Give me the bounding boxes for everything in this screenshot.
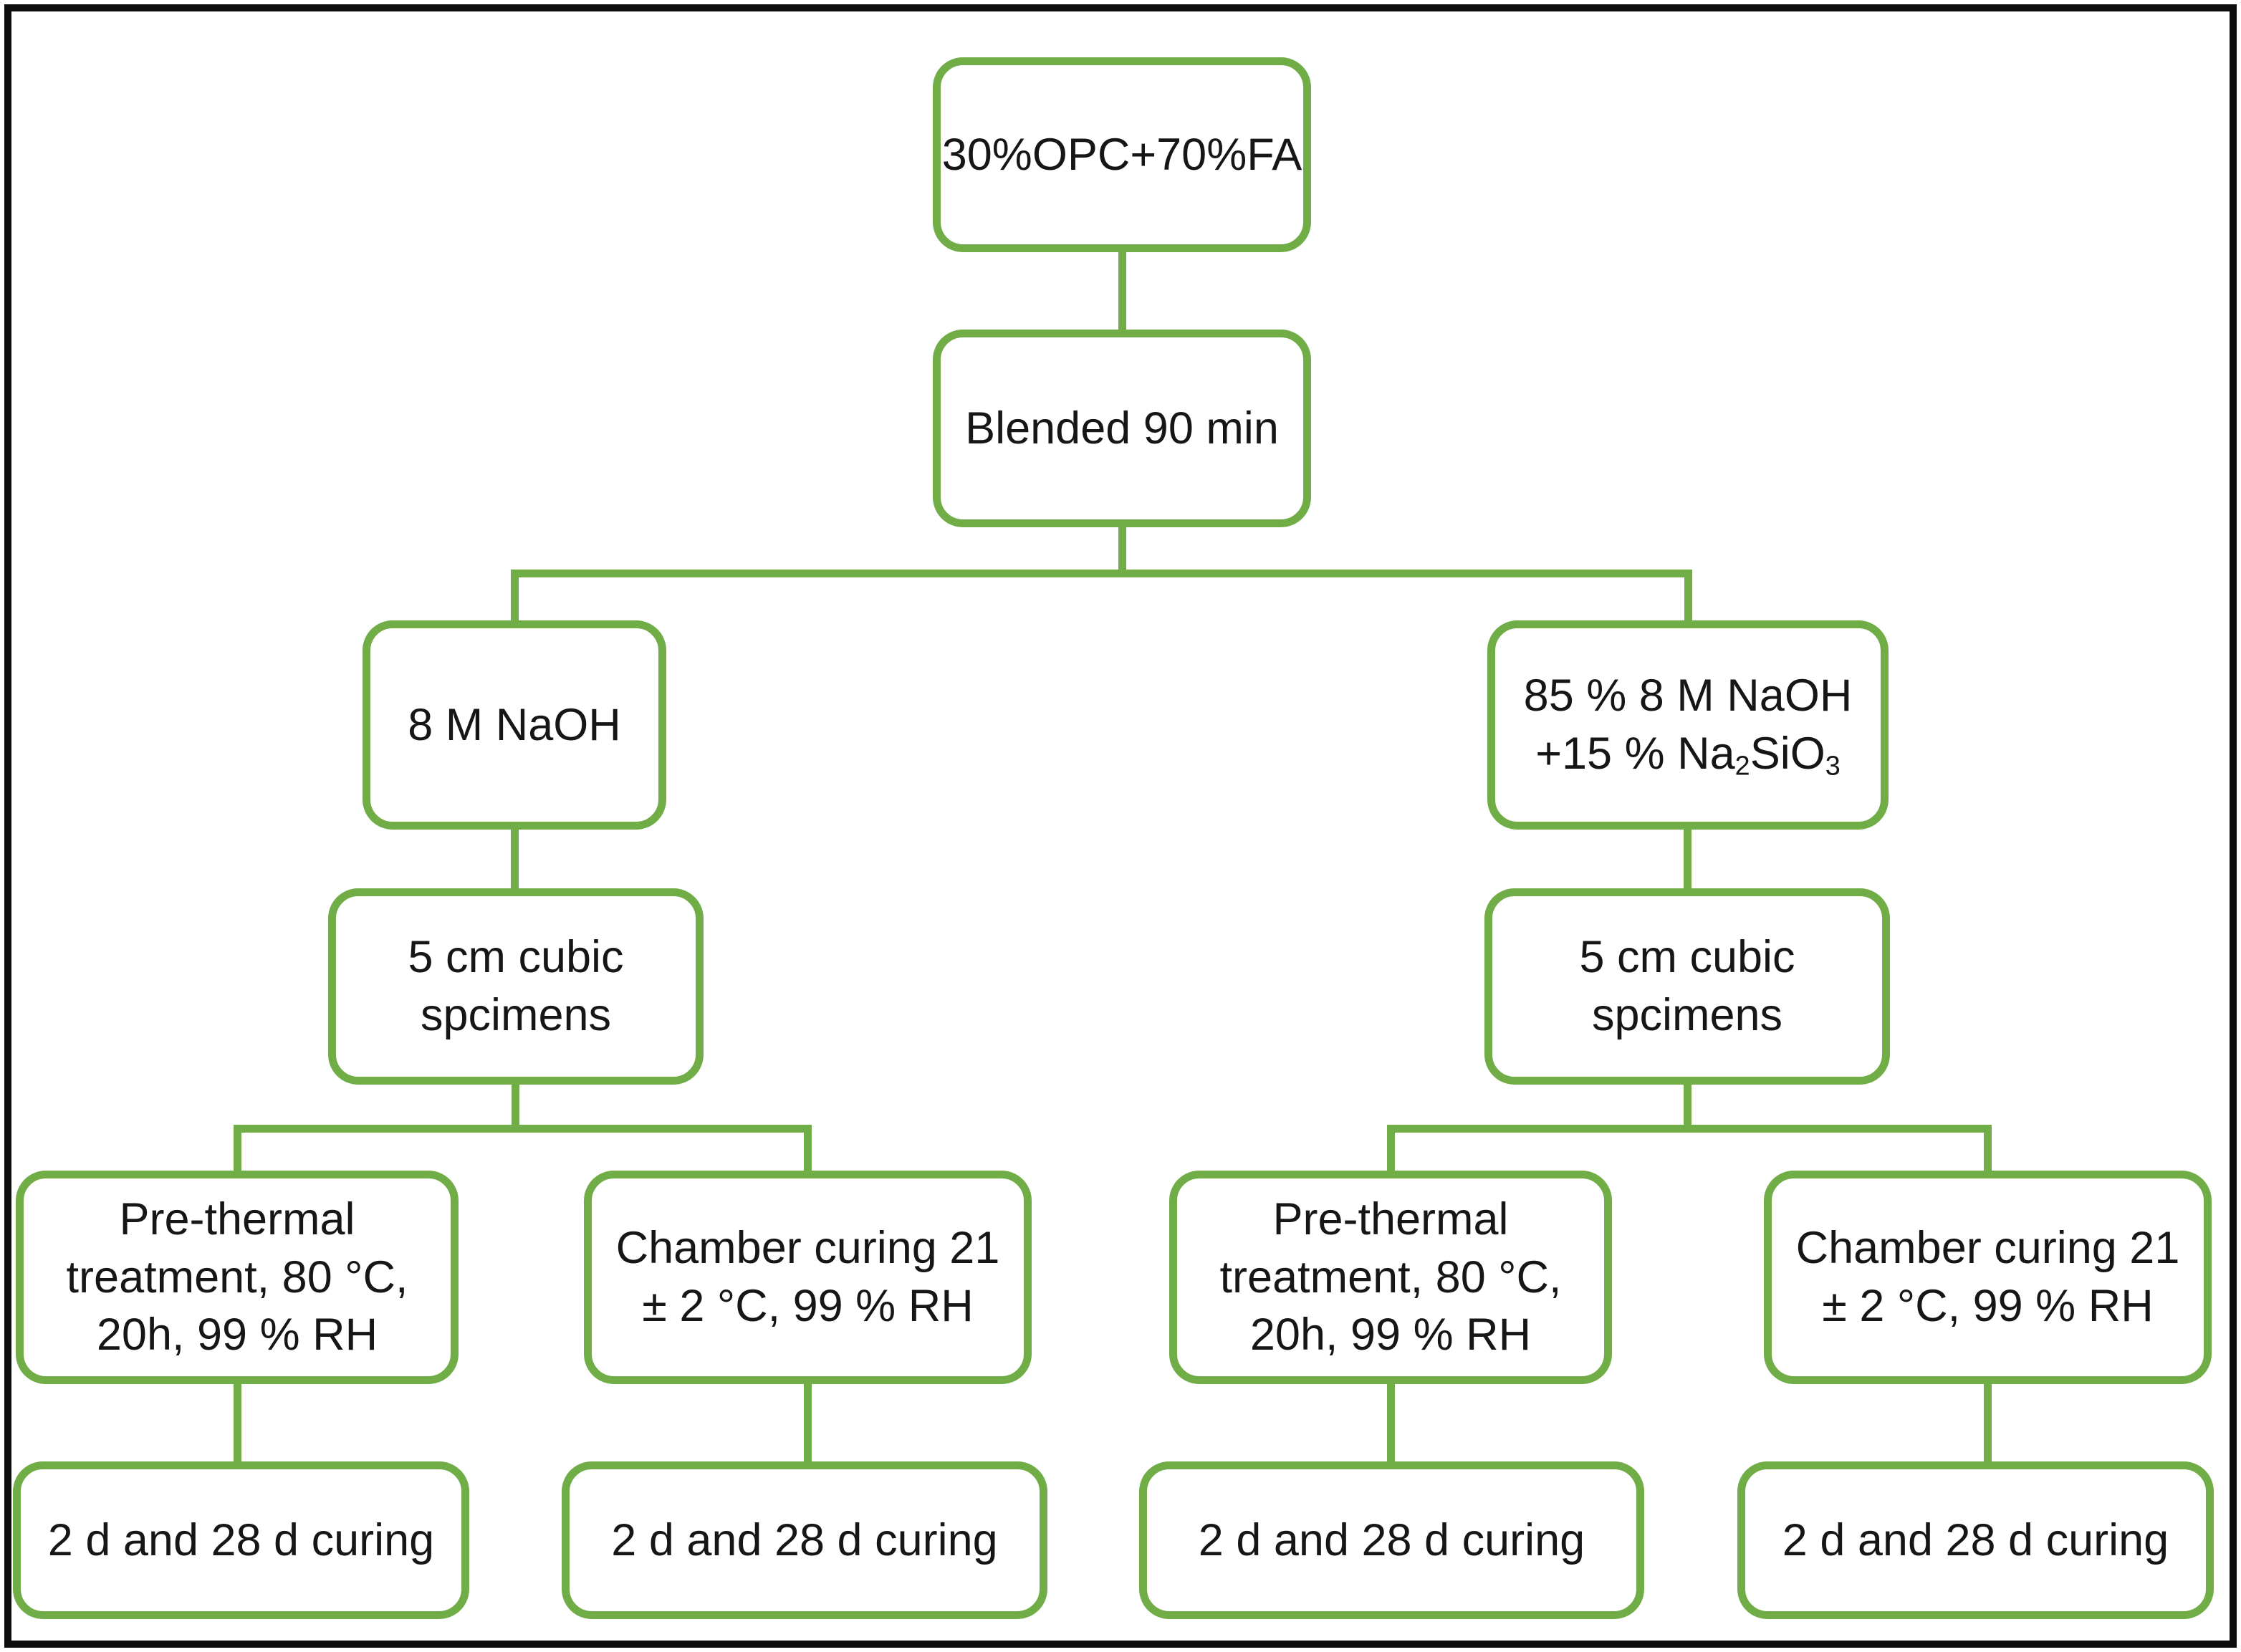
flow-node-curing-3-label: 2 d and 28 d curing bbox=[1198, 1514, 1585, 1565]
flow-node-blend: Blended 90 min bbox=[933, 330, 1311, 527]
flow-node-prethermal-right-label: Pre-thermal treatment, 80 °C, 20h, 99 % … bbox=[1219, 1194, 1562, 1360]
connector-blend-down bbox=[1118, 526, 1126, 573]
flow-node-prethermal-right: Pre-thermal treatment, 80 °C, 20h, 99 % … bbox=[1169, 1171, 1612, 1384]
connector-to-prethermal-right bbox=[1387, 1125, 1395, 1173]
connector-chamber-right-to-curing bbox=[1984, 1381, 1992, 1464]
flow-node-specimens-left: 5 cm cubic spcimens bbox=[328, 888, 704, 1085]
connector-silicate-to-specimens bbox=[1684, 827, 1691, 891]
flow-node-mix-label: 30%OPC+70%FA bbox=[941, 129, 1302, 180]
flow-node-curing-4: 2 d and 28 d curing bbox=[1737, 1461, 2214, 1619]
flow-node-blend-label: Blended 90 min bbox=[965, 403, 1279, 453]
connector-split-left bbox=[234, 1125, 812, 1133]
connector-specimens-right-down bbox=[1684, 1082, 1691, 1128]
flow-node-curing-2: 2 d and 28 d curing bbox=[562, 1461, 1047, 1619]
connector-to-chamber-left bbox=[804, 1125, 812, 1173]
connector-prethermal-left-to-curing bbox=[234, 1381, 241, 1464]
connector-naoh-to-specimens bbox=[511, 827, 519, 891]
flow-node-activator-naoh-label: 8 M NaOH bbox=[408, 699, 621, 750]
flow-node-mix: 30%OPC+70%FA bbox=[933, 57, 1311, 252]
flow-node-curing-4-label: 2 d and 28 d curing bbox=[1782, 1514, 2169, 1565]
flow-node-curing-1: 2 d and 28 d curing bbox=[13, 1461, 469, 1619]
connector-to-chamber-right bbox=[1984, 1125, 1992, 1173]
connector-prethermal-right-to-curing bbox=[1387, 1381, 1395, 1464]
flow-node-activator-naoh: 8 M NaOH bbox=[363, 620, 666, 830]
connector-to-silicate bbox=[1684, 570, 1692, 623]
flow-node-specimens-right-label: 5 cm cubic spcimens bbox=[1579, 932, 1795, 1040]
flow-node-curing-1-label: 2 d and 28 d curing bbox=[47, 1514, 435, 1565]
connector-split-right bbox=[1387, 1125, 1992, 1133]
flow-node-chamber-right-label: Chamber curing 21 ± 2 °C, 99 % RH bbox=[1795, 1223, 2180, 1331]
flow-node-chamber-left: Chamber curing 21 ± 2 °C, 99 % RH bbox=[584, 1171, 1032, 1384]
flow-node-prethermal-left-label: Pre-thermal treatment, 80 °C, 20h, 99 % … bbox=[66, 1194, 408, 1360]
flow-node-activator-silicate: 85 % 8 M NaOH+15 % Na2SiO3 bbox=[1487, 620, 1889, 830]
connector-specimens-left-down bbox=[512, 1082, 519, 1128]
connector-mix-to-blend bbox=[1118, 251, 1126, 331]
connector-to-prethermal-left bbox=[234, 1125, 241, 1173]
flow-node-curing-2-label: 2 d and 28 d curing bbox=[611, 1514, 998, 1565]
flow-node-chamber-left-label: Chamber curing 21 ± 2 °C, 99 % RH bbox=[615, 1223, 1000, 1331]
flow-node-specimens-right: 5 cm cubic spcimens bbox=[1484, 888, 1890, 1085]
flow-node-curing-3: 2 d and 28 d curing bbox=[1139, 1461, 1644, 1619]
connector-chamber-left-to-curing bbox=[804, 1381, 812, 1464]
flow-node-chamber-right: Chamber curing 21 ± 2 °C, 99 % RH bbox=[1764, 1171, 2212, 1384]
flow-node-activator-silicate-label: 85 % 8 M NaOH+15 % Na2SiO3 bbox=[1523, 671, 1853, 782]
flow-node-prethermal-left: Pre-thermal treatment, 80 °C, 20h, 99 % … bbox=[16, 1171, 459, 1384]
connector-split-top bbox=[511, 570, 1692, 577]
connector-to-naoh bbox=[511, 570, 519, 623]
flow-node-specimens-left-label: 5 cm cubic spcimens bbox=[408, 932, 624, 1040]
